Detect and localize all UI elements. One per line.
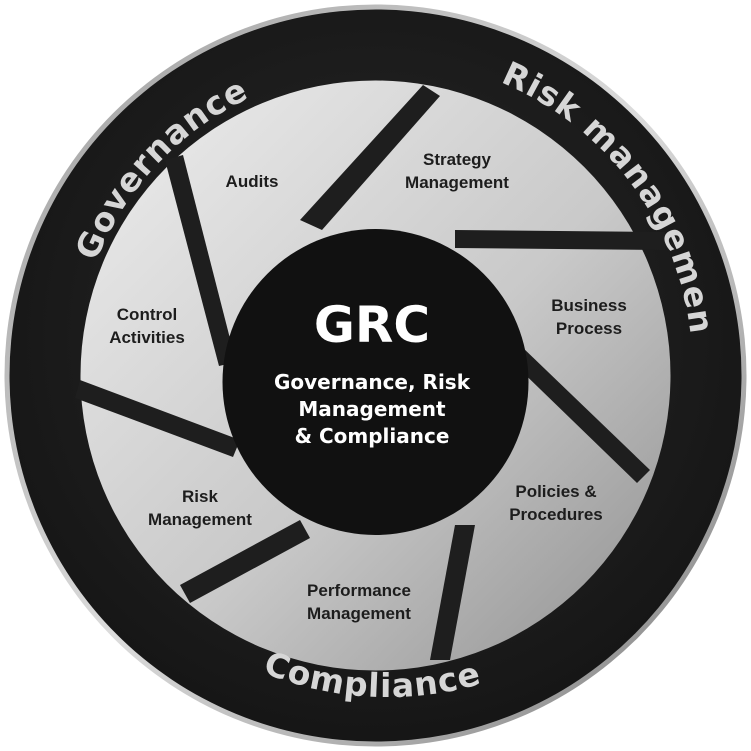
segment-label-1: Audits xyxy=(226,172,279,191)
segment-separator-2 xyxy=(300,85,440,230)
segment-label-line: Control xyxy=(117,305,177,324)
segment-label-line: Management xyxy=(405,173,509,192)
segment-label-line: Business xyxy=(551,296,627,315)
segment-separator-6 xyxy=(180,520,310,603)
segment-label-line: Management xyxy=(148,510,252,529)
segment-separators xyxy=(75,85,665,660)
segment-separator-7 xyxy=(75,380,240,457)
segment-label-line: Strategy xyxy=(423,150,492,169)
center-subtitle-line: Management xyxy=(298,397,446,421)
center-core xyxy=(222,229,529,535)
segment-label-line: Risk xyxy=(182,487,218,506)
segment-label-line: Management xyxy=(307,604,411,623)
segment-label-4: Policies & Procedures xyxy=(509,482,603,524)
segment-label-line: Performance xyxy=(307,581,411,600)
segment-separator-3 xyxy=(455,230,665,250)
segment-label-line: Audits xyxy=(226,172,279,191)
segment-label-line: Procedures xyxy=(509,505,603,524)
center-subtitle-line: & Compliance xyxy=(295,424,450,448)
segment-label-line: Policies & xyxy=(515,482,596,501)
segment-separator-1 xyxy=(165,155,236,366)
segment-label-line: Activities xyxy=(109,328,185,347)
center-subtitle-line: Governance, Risk xyxy=(274,370,471,394)
segment-separator-4 xyxy=(508,345,650,483)
segment-label-line: Process xyxy=(556,319,622,338)
segment-separator-5 xyxy=(430,525,475,660)
center-title: GRC xyxy=(314,296,430,354)
